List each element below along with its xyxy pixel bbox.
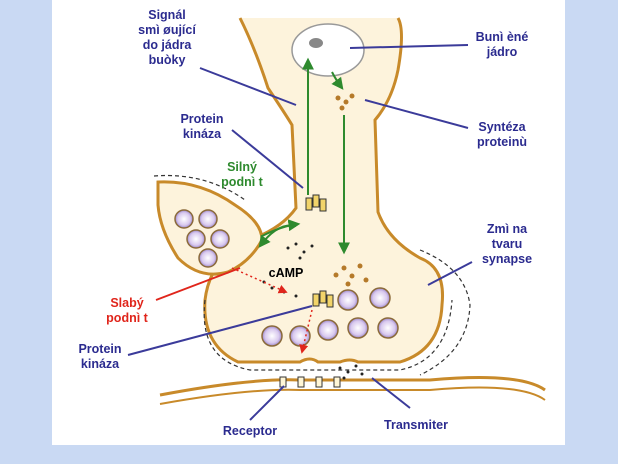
- synapse-change-label-line: Zmì na: [486, 222, 528, 236]
- protein-kinase-bottom-label: Protein kináza: [68, 342, 132, 372]
- signal-label: Signál smì øující do jádra buòky: [132, 8, 202, 68]
- particles: [333, 93, 369, 287]
- weak-stimulus-label-line: podnì t: [106, 311, 148, 325]
- synapse-change-label: Zmì na tvaru synapse: [474, 222, 540, 267]
- protein-kinase-bottom-symbol: [312, 290, 334, 308]
- signal-label-line: Signál: [148, 8, 186, 22]
- nucleus: [291, 23, 365, 77]
- camp-label: cAMP: [268, 266, 304, 280]
- protein-kinase-label-line: Protein: [78, 342, 122, 356]
- signal-label-line: smì øující: [138, 23, 196, 37]
- signal-label-line: buòky: [148, 53, 186, 67]
- strong-stimulus-label: Silný podnì t: [212, 160, 272, 190]
- signal-arrows: [258, 57, 350, 255]
- protein-synthesis-label-line: proteinù: [477, 135, 527, 149]
- receptor-label: Receptor: [222, 424, 278, 438]
- synapse-change-label-line: tvaru: [491, 237, 523, 251]
- protein-kinase-top-symbol: [305, 194, 327, 212]
- protein-synthesis-label: Syntéza proteinù: [470, 120, 534, 150]
- pointer-lines: [127, 44, 473, 421]
- terminal-vesicles: [261, 287, 399, 347]
- nucleus-label-line: Bunì èné: [475, 30, 529, 44]
- synapse-change-label-line: synapse: [481, 252, 533, 266]
- side-vesicles: [174, 209, 230, 268]
- protein-kinase-label-line: Protein: [180, 112, 224, 126]
- postsynaptic-membrane: [159, 376, 546, 405]
- signal-label-line: do jádra: [142, 38, 192, 52]
- nucleus-label: Bunì èné jádro: [470, 30, 534, 60]
- weak-stimulus-label-line: Slabý: [110, 296, 144, 310]
- strong-stimulus-label-line: podnì t: [221, 175, 263, 189]
- protein-kinase-label-line: kináza: [80, 357, 120, 371]
- protein-kinase-label-line: kináza: [182, 127, 222, 141]
- strong-stimulus-label-line: Silný: [227, 160, 257, 174]
- protein-synthesis-label-line: Syntéza: [478, 120, 526, 134]
- protein-kinase-top-label: Protein kináza: [170, 112, 234, 142]
- transmitter-label: Transmiter: [384, 418, 448, 432]
- weak-stimulus-arrows: [231, 267, 313, 354]
- receptors: [279, 376, 341, 388]
- nucleus-label-line: jádro: [486, 45, 518, 59]
- weak-stimulus-pointer: [155, 267, 241, 301]
- weak-stimulus-label: Slabý podnì t: [96, 296, 158, 326]
